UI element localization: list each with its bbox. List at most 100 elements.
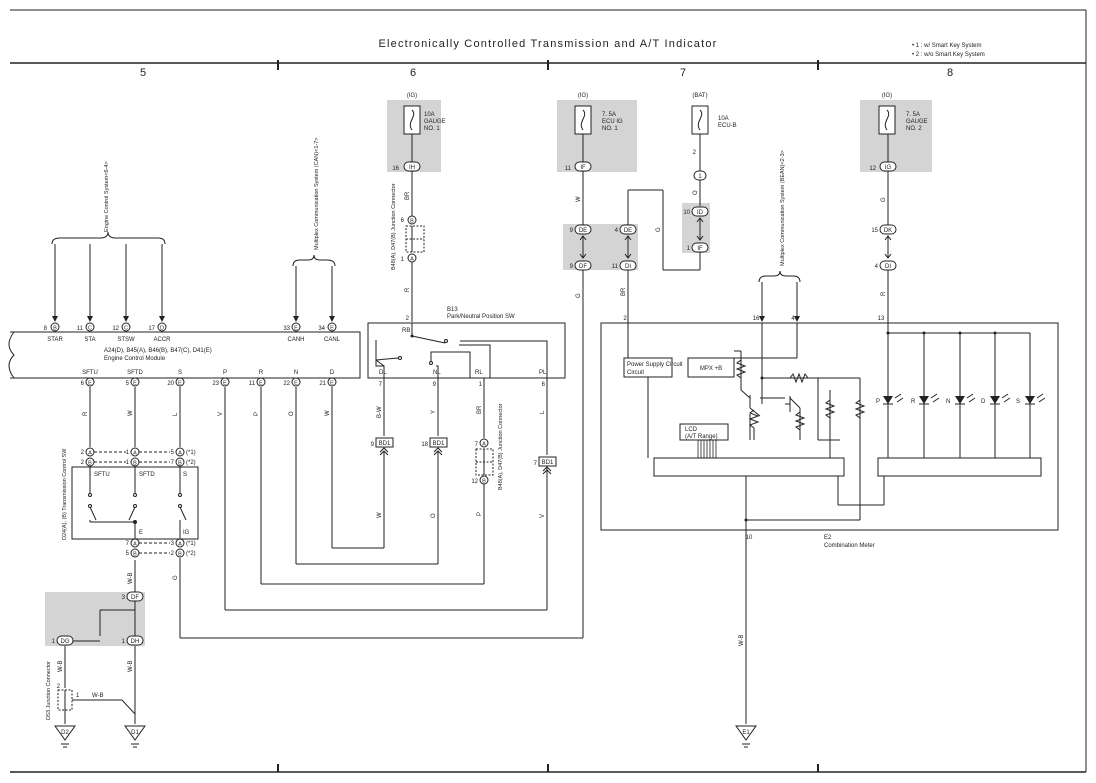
ecm-pin-sftu: SFTU 6 E <box>81 370 98 387</box>
pin-conn: DK <box>884 228 892 234</box>
fuse-number: NO. 1 <box>602 126 618 132</box>
pin-name: ACCR <box>153 337 171 343</box>
tcsw-label: D24(A), (B) Transmission Control SW <box>62 448 68 540</box>
pin-number: 1 <box>479 382 483 388</box>
pin-conn: DI <box>625 264 631 270</box>
pin-number: 20 <box>167 381 174 387</box>
ecm-pin-p: P 23 E <box>212 370 230 387</box>
lcd-label: LCD <box>685 427 698 433</box>
wire-label: W-B <box>739 634 745 646</box>
pin-number: 16 <box>753 316 760 322</box>
frame <box>10 9 1087 773</box>
pin-name: STAR <box>47 337 63 343</box>
pin-number: 1 <box>52 639 56 645</box>
junction-block-right: 9 DE 4 DE 9 DF 11 DI 10 ID 1 IF <box>570 206 709 271</box>
pin-name: NL <box>433 370 441 376</box>
wire-label: W <box>576 196 582 202</box>
pin-number: 3 <box>122 595 126 601</box>
wire-labels: BR R W G O G BR G R R W L V P O W B-W Y … <box>58 190 887 699</box>
pin-conn: ID <box>697 210 704 216</box>
wire-label: G <box>656 227 662 232</box>
column-7: 7 <box>680 67 686 79</box>
pin-number: 9 <box>371 442 375 448</box>
pin-conn: E <box>88 381 92 387</box>
column-8: 8 <box>947 67 953 79</box>
fuse-name: ECU IG <box>602 119 623 125</box>
pin-number: 7 <box>126 541 130 547</box>
fuse-source: (BAT) <box>692 93 707 99</box>
pin-number: 6 <box>542 382 546 388</box>
pin-number: 6 <box>81 381 85 387</box>
ground-d2: D2 <box>54 725 76 748</box>
pin-number: 2 <box>406 316 410 322</box>
pin-number: 3 <box>171 541 175 547</box>
ground-e1: E1 <box>735 725 757 748</box>
pin-conn: E <box>330 326 334 332</box>
fuse-rating: 7. 5A <box>906 112 920 118</box>
ecm-pin-canl: 34 E CANL <box>318 316 341 343</box>
led-r: R <box>911 333 940 458</box>
pin-conn: B <box>88 461 92 467</box>
pin-conn: B <box>178 461 182 467</box>
pin-conn: E <box>133 381 137 387</box>
junction-label: B48(A), D47(B) Junction Connector <box>498 403 504 490</box>
pin-number: 5 <box>126 551 130 557</box>
wire-label: W-B <box>128 660 134 672</box>
wire-label: P <box>254 412 260 416</box>
park-neutral-position-switch: B13 Park/Neutral Position SW 2 RB DL NL … <box>367 307 566 388</box>
engine-system-label: Engine Control System<6-4> <box>104 161 110 232</box>
led-s: S <box>1016 333 1046 458</box>
fuse-gauge-no2: (IG) 7. 5A GAUGE NO. 2 12 IG <box>869 93 927 172</box>
pin-number: 2 <box>57 684 61 690</box>
pin-number: 1 <box>687 246 691 252</box>
fuse-name: ECU-B <box>718 123 737 129</box>
tcsw-bottom-connectors: 7 A 5 B 3 A (*1) 2 B (*2) <box>126 538 196 558</box>
bd1-connector: 18 BD1 <box>421 437 448 456</box>
pin-conn: A <box>133 542 137 548</box>
ecm-top-pins: 8 B STAR 11 C STA 12 C STSW 17 D ACCR <box>44 316 341 343</box>
pin-conn: A <box>410 257 414 263</box>
pin-conn: E <box>259 381 263 387</box>
fuse-pin: 16 <box>392 166 399 172</box>
pin-name: SFTU <box>82 370 98 376</box>
pin-number: 15 <box>871 228 878 234</box>
pin-conn: E <box>178 381 182 387</box>
pin-name: D <box>330 370 335 376</box>
wire-label: R <box>405 287 411 292</box>
pin-conn: IF <box>697 246 703 252</box>
wire-label: B-W <box>377 406 383 418</box>
led-label: S <box>1016 399 1020 405</box>
pin-number: 10 <box>746 535 753 541</box>
junction-label: D53 Junction Connector <box>46 661 52 720</box>
pin-name: CANL <box>324 337 341 343</box>
ecm-pin-accr: 17 D ACCR <box>148 316 171 343</box>
ecm-connectors: A24(D), B45(A), B46(B), B47(C), D41(E) <box>104 348 212 354</box>
fuse-conn: 1 <box>698 174 702 180</box>
switch-terminal: IG <box>183 530 190 536</box>
wire-label: O <box>693 190 699 195</box>
wire-label: R <box>881 291 887 296</box>
led-p: P <box>876 333 904 458</box>
pin-number: 23 <box>212 381 219 387</box>
led-n: N <box>946 333 976 458</box>
pin-number: 1 <box>401 257 405 263</box>
wire-label: W-B <box>128 572 134 584</box>
pin-name: N <box>294 370 298 376</box>
pin-conn: DF <box>579 264 587 270</box>
ecm-pin-r: R 11 E <box>249 370 266 387</box>
pin-name: PL <box>539 370 547 376</box>
fuse-rating: 7. 5A <box>602 112 616 118</box>
fuse-rating: 10A <box>424 112 435 118</box>
note-ref: (*1) <box>186 450 196 456</box>
pin-conn: B <box>482 479 486 485</box>
pin-number: 5 <box>171 450 175 456</box>
wire-label: BR <box>477 405 483 414</box>
pin-number: 34 <box>318 326 325 332</box>
junction-connector-b48-top: 6 B 1 A B48(A), D47(B) Junction Connecto… <box>391 183 425 270</box>
pin-conn: C <box>124 326 128 332</box>
fuse-pin: 12 <box>869 166 876 172</box>
bd1-connectors: 9 BD1 18 BD1 7 BD1 <box>371 437 557 475</box>
engine-system-ref: Engine Control System<6-4> <box>51 161 166 245</box>
bd1-label: BD1 <box>433 441 445 447</box>
